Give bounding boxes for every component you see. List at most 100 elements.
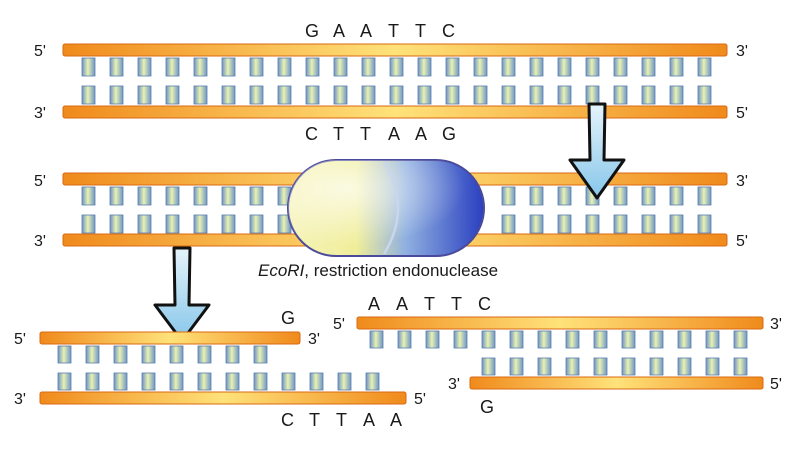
base-pair-rung xyxy=(501,186,516,206)
base-letter: A xyxy=(333,21,345,41)
right-fragment-strand-upper xyxy=(356,316,764,330)
label-5prime: 5' xyxy=(34,43,46,60)
label-5prime: 5' xyxy=(736,105,748,122)
base-pair-rung xyxy=(137,186,152,206)
right-fragment-strand-lower xyxy=(469,376,764,390)
right-fragment-rungs-upper xyxy=(369,330,748,349)
base-pair-rung xyxy=(109,186,124,206)
label-5prime: 5' xyxy=(333,316,345,333)
base-pair-rung xyxy=(733,357,748,376)
base-pair-rung xyxy=(81,57,96,77)
recognition-sequence-top: G A A T T C xyxy=(305,21,455,41)
base-pair-rung xyxy=(669,85,684,105)
base-letter: T xyxy=(309,410,320,430)
base-pair-rung xyxy=(113,372,128,391)
base-pair-rung xyxy=(249,186,264,206)
top-strand-lower xyxy=(62,105,728,119)
base-pair-rung xyxy=(501,214,516,234)
base-pair-rung xyxy=(641,57,656,77)
base-pair-rung xyxy=(705,330,720,349)
base-letter: T xyxy=(360,124,371,144)
base-pair-rung xyxy=(57,372,72,391)
overhang-base: G xyxy=(480,397,494,417)
base-pair-rung xyxy=(113,345,128,364)
label-3prime: 3' xyxy=(14,391,26,408)
base-pair-rung xyxy=(641,186,656,206)
base-pair-rung xyxy=(193,57,208,77)
base-letter: A xyxy=(363,410,375,430)
base-pair-rung xyxy=(473,85,488,105)
base-pair-rung xyxy=(669,57,684,77)
base-pair-rung xyxy=(557,186,572,206)
left-fragment-rungs-upper xyxy=(57,345,268,364)
base-pair-rung xyxy=(305,85,320,105)
base-pair-rung xyxy=(641,85,656,105)
left-fragment-rungs-lower xyxy=(57,372,380,391)
base-pair-rung xyxy=(593,357,608,376)
sticky-end-top: A A T T C xyxy=(368,294,491,314)
base-pair-rung xyxy=(337,372,352,391)
base-letter: T xyxy=(451,294,462,314)
base-pair-rung xyxy=(397,330,412,349)
middle-rungs-upper xyxy=(81,186,712,206)
top-rungs-upper xyxy=(81,57,712,77)
base-letter: A xyxy=(396,294,408,314)
base-letter: T xyxy=(424,294,435,314)
base-pair-rung xyxy=(249,214,264,234)
base-pair-rung xyxy=(165,85,180,105)
base-pair-rung xyxy=(613,214,628,234)
label-5prime: 5' xyxy=(14,331,26,348)
base-pair-rung xyxy=(253,345,268,364)
base-pair-rung xyxy=(565,357,580,376)
base-pair-rung xyxy=(565,330,580,349)
base-letter: A xyxy=(390,410,402,430)
base-pair-rung xyxy=(557,85,572,105)
base-pair-rung xyxy=(193,214,208,234)
base-pair-rung xyxy=(417,85,432,105)
base-pair-rung xyxy=(81,85,96,105)
label-3prime: 3' xyxy=(34,105,46,122)
base-pair-rung xyxy=(57,345,72,364)
recognition-sequence-bottom: C T T A A G xyxy=(305,124,456,144)
base-pair-rung xyxy=(649,357,664,376)
base-pair-rung xyxy=(141,372,156,391)
base-pair-rung xyxy=(253,372,268,391)
base-pair-rung xyxy=(277,57,292,77)
label-5prime: 5' xyxy=(34,173,46,190)
base-pair-rung xyxy=(361,57,376,77)
base-letter: C xyxy=(442,21,455,41)
base-pair-rung xyxy=(697,57,712,77)
overhang-base: G xyxy=(281,308,295,328)
base-pair-rung xyxy=(585,214,600,234)
base-pair-rung xyxy=(481,357,496,376)
base-pair-rung xyxy=(417,57,432,77)
base-letter: T xyxy=(336,410,347,430)
enzyme-caption: EcoRI, restriction endonuclease xyxy=(258,261,498,280)
base-pair-rung xyxy=(169,372,184,391)
base-pair-rung xyxy=(333,57,348,77)
base-pair-rung xyxy=(365,372,380,391)
base-pair-rung xyxy=(221,57,236,77)
label-3prime: 3' xyxy=(770,316,782,333)
base-pair-rung xyxy=(621,330,636,349)
down-arrow-icon xyxy=(153,246,211,343)
base-letter: A xyxy=(360,21,372,41)
base-pair-rung xyxy=(705,357,720,376)
base-pair-rung xyxy=(389,85,404,105)
base-letter: T xyxy=(333,124,344,144)
base-pair-rung xyxy=(221,85,236,105)
base-pair-rung xyxy=(197,345,212,364)
left-fragment-strand-lower xyxy=(39,391,407,405)
base-pair-rung xyxy=(225,345,240,364)
base-pair-rung xyxy=(109,57,124,77)
base-pair-rung xyxy=(529,85,544,105)
top-rungs-lower xyxy=(81,85,712,105)
base-pair-rung xyxy=(197,372,212,391)
label-3prime: 3' xyxy=(736,173,748,190)
base-pair-rung xyxy=(697,214,712,234)
enzyme-name: EcoRI xyxy=(258,261,305,280)
right-dna-fragment: 5' 3' A A T T C 3' 5' G xyxy=(333,294,782,417)
right-fragment-rungs-lower xyxy=(481,357,748,376)
label-5prime: 5' xyxy=(770,376,782,393)
